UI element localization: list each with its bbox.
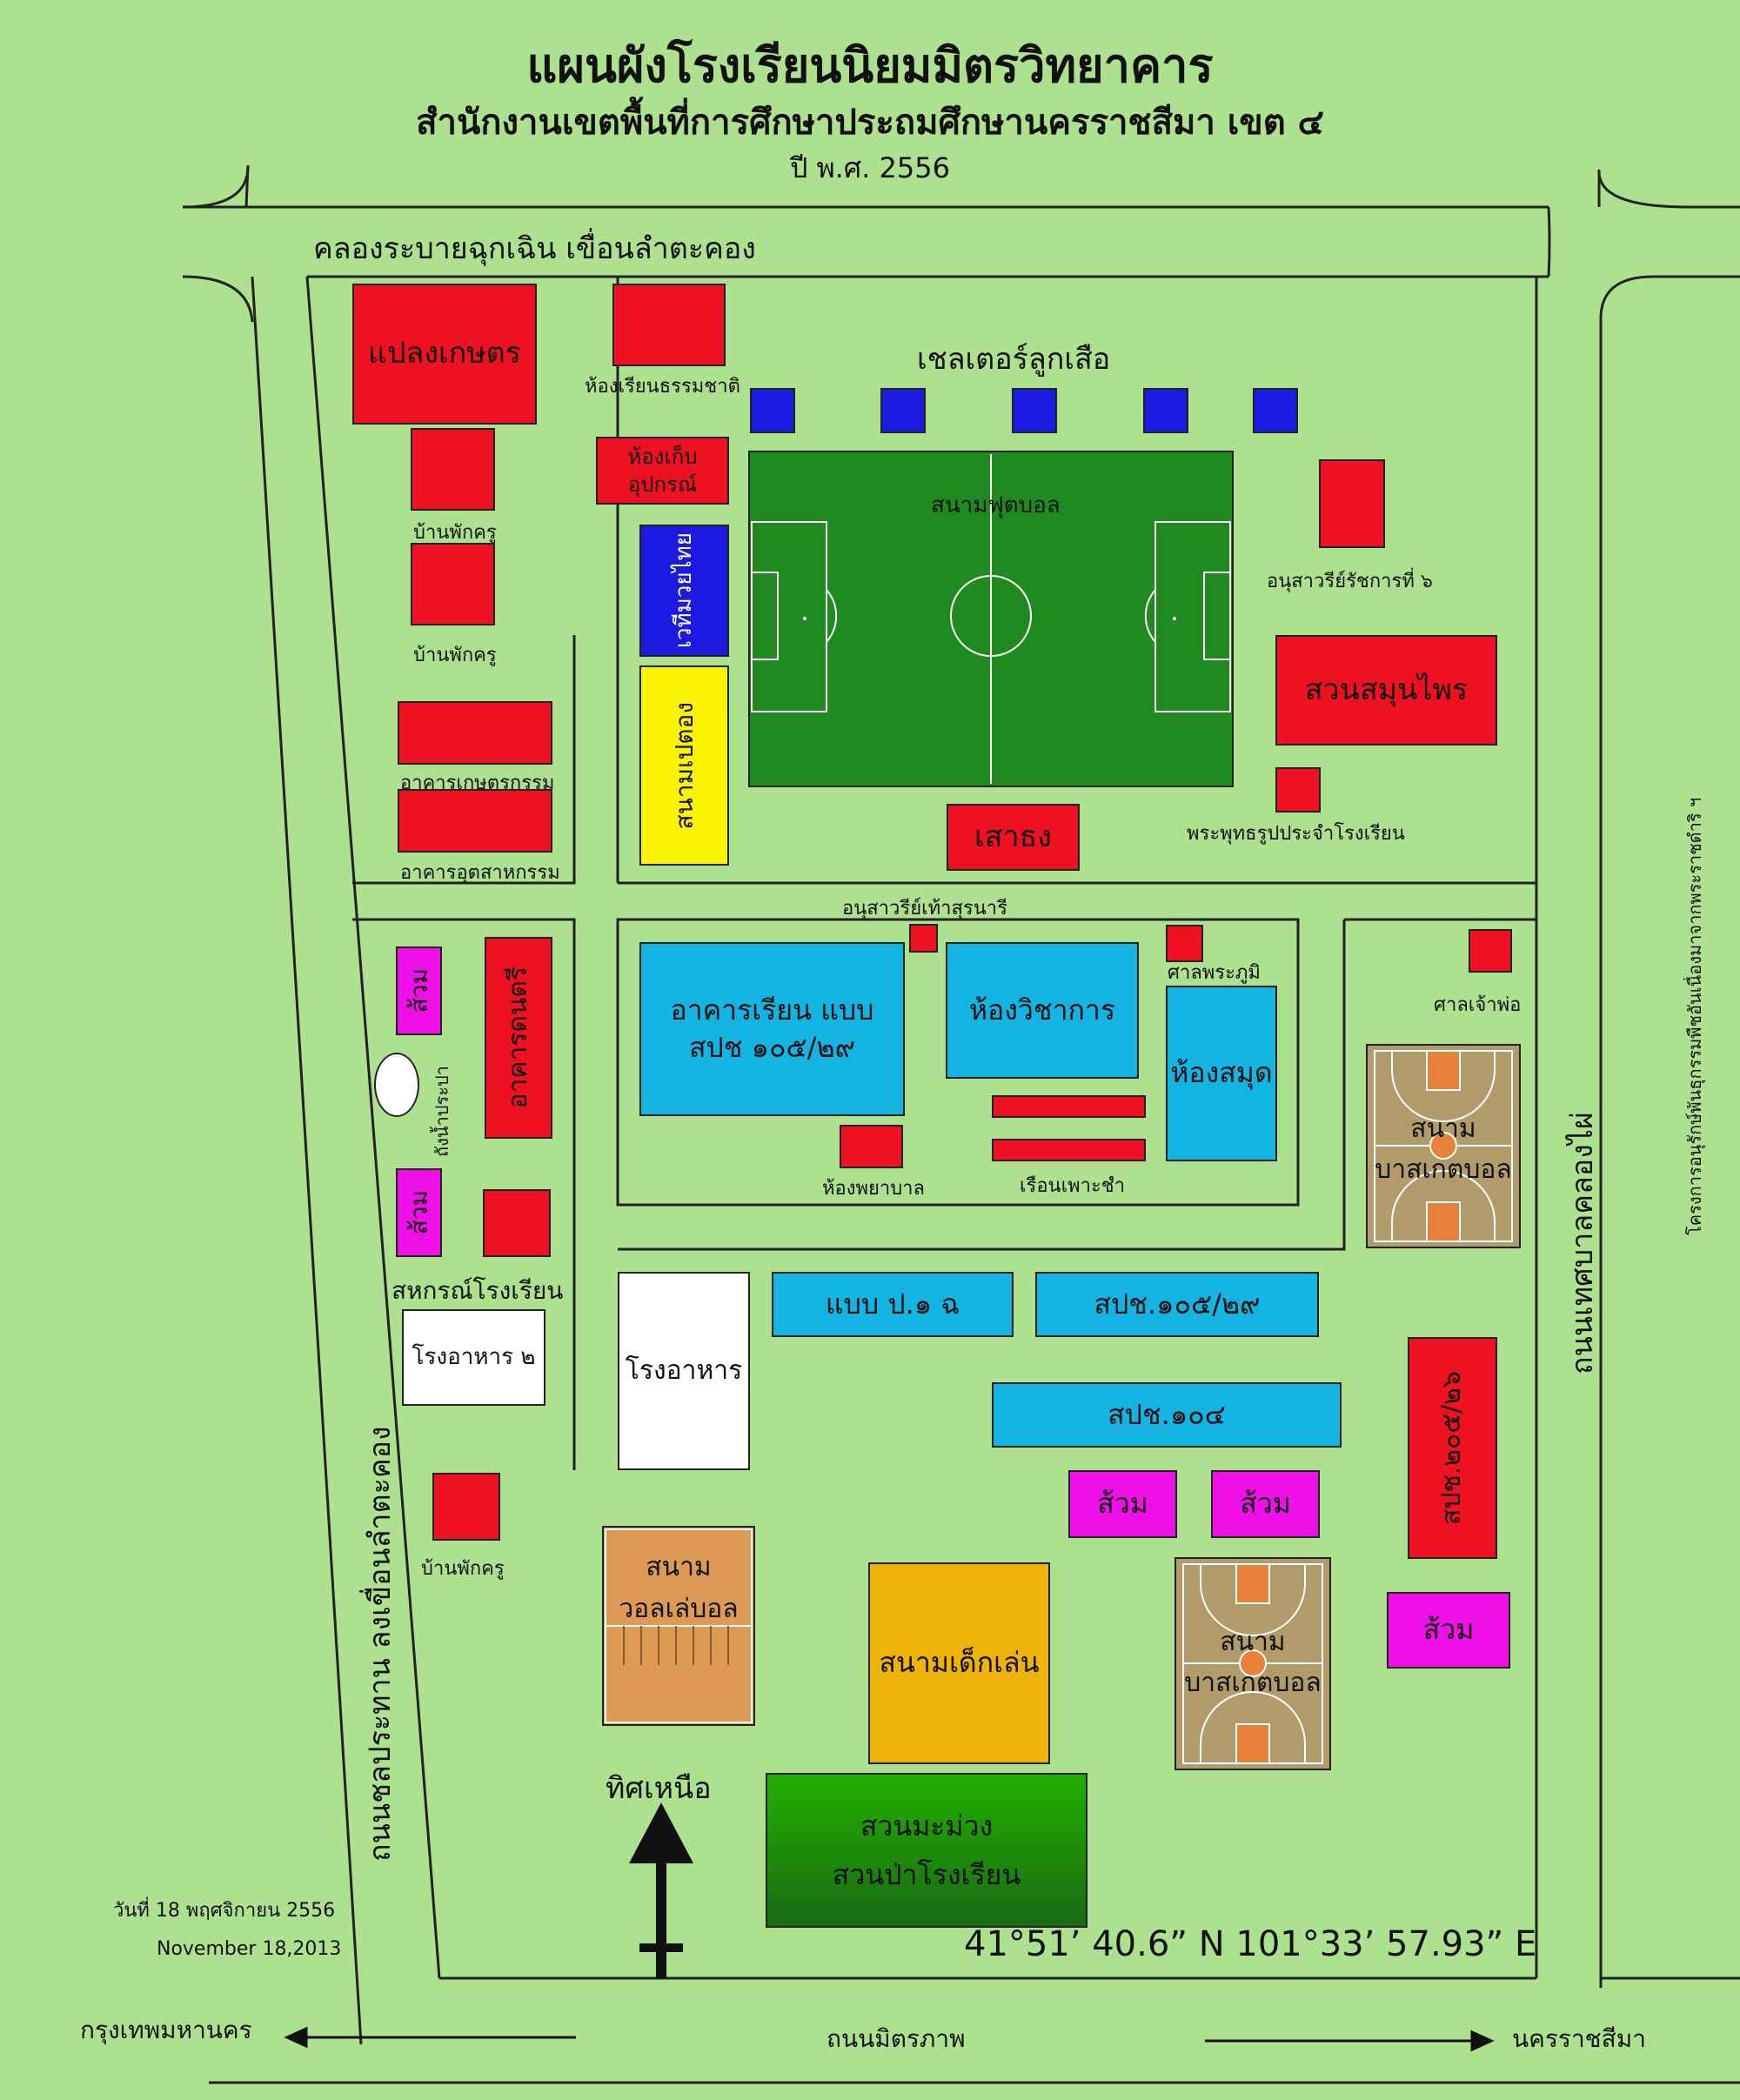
building-105[interactable]: สปช.๑๐๕/๒๙ [1035, 1272, 1319, 1337]
football-label: สนามฟุตบอล [931, 492, 1061, 518]
bangkok-label: กรุงเทพมหานคร [80, 2016, 252, 2044]
spirit-house-label: ศาลเจ้าพ่อ [1434, 994, 1522, 1016]
map-title: แผนผังโรงเรียนนิยมมิตรวิทยาคาร [526, 38, 1214, 93]
nature-room[interactable] [612, 284, 726, 366]
academic-room[interactable]: ห้องวิชาการ [946, 942, 1139, 1079]
nursery-bar-1[interactable] [992, 1095, 1146, 1118]
water-tank[interactable] [374, 1053, 419, 1117]
basketball-court-1-lines [1374, 1050, 1513, 1242]
flagpole[interactable]: เสาธง [947, 804, 1080, 871]
library[interactable]: ห้องสมุด [1166, 986, 1277, 1161]
scout-shelter-4[interactable] [1143, 388, 1188, 433]
building-104[interactable]: สปช.๑๐๔ [992, 1382, 1342, 1448]
rama6-label: อนุสาวรีย์รัชการที่ ๖ [1267, 571, 1433, 592]
scout-shelter-3[interactable] [1012, 388, 1057, 433]
canteen[interactable]: โรงอาหาร [618, 1272, 750, 1470]
industry-building-label: อาคารอุตสาหกรรม [400, 862, 560, 884]
nursery-label: เรือนเพาะชำ [1020, 1175, 1126, 1197]
music-building[interactable]: อาคารดนตรี [485, 937, 552, 1139]
canal-label: คลองระบายฉุกเฉิน เขื่อนลำตะคอง [313, 231, 756, 266]
teacher-house-2-label: บ้านพักครู [413, 645, 497, 666]
suranari-monument[interactable] [909, 924, 938, 953]
toilet-5[interactable]: ส้วม [1387, 1592, 1510, 1669]
playground[interactable]: สนามเด็กเล่น [868, 1562, 1050, 1764]
shrine[interactable] [1166, 925, 1203, 962]
buddha-label: พระพุทธรูปประจำโรงเรียน [1187, 823, 1405, 845]
teacher-house-3-label: บ้านพักครู [421, 1558, 505, 1580]
football-field-lines [751, 454, 1231, 784]
scout-shelter-5[interactable] [1253, 388, 1298, 433]
north-label: ทิศเหนือ [606, 1771, 712, 1806]
korat-label: นครราชสีมา [1512, 2024, 1646, 2053]
storage-room[interactable]: ห้องเก็บ อุปกรณ์ [596, 437, 729, 505]
canteen-2[interactable]: โรงอาหาร ๒ [402, 1309, 545, 1406]
scout-shelter-label: เชลเตอร์ลูกเสือ [917, 342, 1111, 377]
bottom-road-label: ถนนมิตรภาพ [826, 2024, 966, 2053]
volleyball-court-lines [605, 1528, 753, 1723]
coop-building[interactable] [483, 1189, 551, 1257]
teacher-house-1[interactable] [411, 428, 495, 511]
mango-garden[interactable]: สวนมะม่วง สวนป่าโรงเรียน [766, 1773, 1088, 1928]
suranari-label: อนุสาวรีย์เท้าสุรนารี [842, 898, 1007, 920]
basketball-2-label: สนาม บาสเกตบอล [1184, 1627, 1322, 1698]
petanque-court[interactable]: สนามเปตอง [639, 665, 729, 866]
industry-building[interactable] [398, 789, 552, 853]
shrine-label: ศาลพระภูมิ [1168, 962, 1261, 984]
toilet-1[interactable]: ส้วม [396, 946, 442, 1035]
coordinates: 41°51’ 40.6” N 101°33’ 57.93” E [964, 1924, 1537, 1964]
nature-room-label: ห้องเรียนธรรมชาติ [585, 376, 740, 398]
volleyball-label: สนาม วอลเล่บอล [619, 1552, 739, 1624]
teacher-house-1-label: บ้านพักครู [413, 522, 497, 544]
teacher-house-3[interactable] [432, 1473, 500, 1541]
date-thai: วันที่ 18 พฤศจิกายน 2556 [113, 1900, 336, 1922]
coop-label: สหกรณ์โรงเรียน [392, 1276, 564, 1305]
boxing-ring[interactable]: เวทีมวยไทย [639, 525, 729, 657]
agri-building[interactable] [398, 701, 552, 765]
scout-shelter-2[interactable] [880, 388, 926, 433]
nursery-bar-2[interactable] [992, 1139, 1146, 1161]
toilet-4[interactable]: ส้วม [1211, 1470, 1320, 1538]
building-p1[interactable]: แบบ ป.๑ ฉ [772, 1272, 1014, 1337]
north-arrow-icon [629, 1802, 693, 1978]
classroom-main[interactable]: อาคารเรียน แบบ สปช ๑๐๕/๒๙ [639, 942, 905, 1116]
scout-shelter-1[interactable] [750, 388, 795, 433]
water-tank-label: ถังน้ำประปา [432, 1066, 452, 1157]
map-subtitle: สำนักงานเขตพื้นที่การศึกษาประถมศึกษานครร… [416, 103, 1324, 143]
teacher-house-2[interactable] [411, 543, 495, 625]
toilet-2[interactable]: ส้วม [396, 1168, 442, 1257]
nurse-room[interactable] [840, 1125, 903, 1168]
map-year: ปี พ.ศ. 2556 [790, 151, 950, 184]
spirit-house[interactable] [1469, 929, 1512, 973]
farm-plot[interactable]: แปลงเกษตร [352, 284, 537, 425]
date-english: November 18,2013 [157, 1938, 342, 1960]
rama6-monument[interactable] [1319, 459, 1385, 548]
buddha-statue[interactable] [1275, 767, 1321, 813]
herb-garden[interactable]: สวนสมุนไพร [1275, 635, 1497, 746]
basketball-1-label: สนาม บาสเกตบอล [1375, 1114, 1512, 1185]
nurse-room-label: ห้องพยาบาล [822, 1178, 926, 1200]
basketball-court-2-lines [1182, 1563, 1323, 1764]
building-205[interactable]: สปช.๒๐๕/๒๖ [1408, 1337, 1497, 1559]
toilet-3[interactable]: ส้วม [1068, 1470, 1177, 1538]
